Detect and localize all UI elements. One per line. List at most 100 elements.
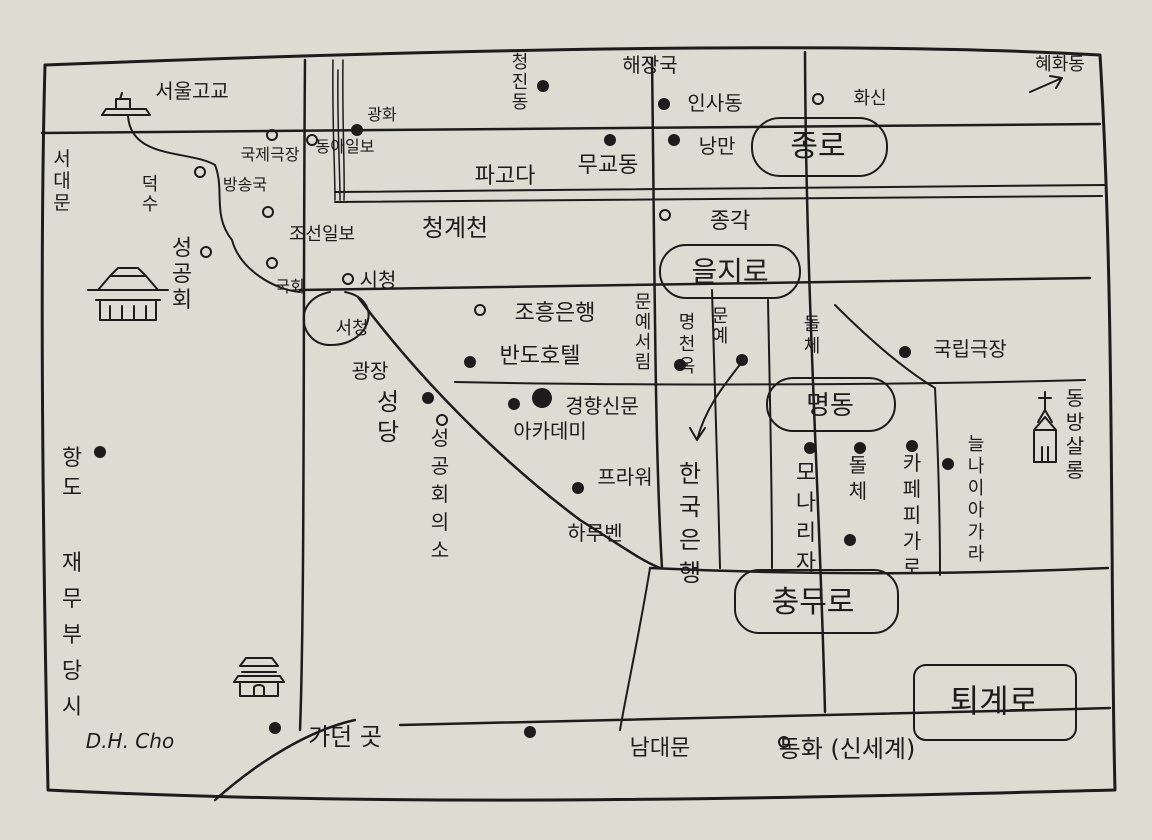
road-myeongdong-vertical-2 [767, 299, 773, 569]
school-icon [101, 92, 151, 116]
road-seodaemun-curve [127, 114, 301, 293]
road-central-vertical [650, 56, 664, 570]
marker-filled-dot [906, 440, 918, 452]
road-namdaemun-diagonal [213, 718, 357, 802]
marker-filled-dot [804, 442, 816, 454]
road-label-toegyero: 퇴계로 [950, 682, 1038, 720]
label-dong-a-ilbo: 동아일보 [316, 137, 375, 156]
road-toegyero-line [398, 706, 1112, 727]
label-jonggak: 낭만 [699, 134, 736, 158]
road-taepyeong-line [298, 58, 307, 732]
road-label-chungmuro: 충무로 [772, 585, 855, 620]
marker-open-circle [194, 166, 206, 178]
marker-cathedral-icon [422, 392, 434, 404]
road-namdaemun-vertical [619, 567, 651, 731]
label-nangman: 무교동 [578, 153, 639, 178]
label-seoul-high-school: 서울고교 [155, 79, 229, 103]
euljiro-box [659, 244, 801, 299]
marker-open-circle [306, 134, 318, 146]
label-chosun-ilbo: 조선일보 [289, 224, 355, 245]
label-broadcasting: 방송국 [223, 175, 267, 194]
direction-arrow-icon [689, 361, 743, 441]
toegyero-box [913, 664, 1077, 741]
label-international-theater: 국제극장 [241, 145, 300, 164]
marker-open-circle [266, 129, 278, 141]
palace-icon [87, 267, 169, 321]
road-label-euljiro: 을지로 [691, 255, 768, 288]
label-national-assembly: 국회 [275, 277, 304, 296]
gate-icon [233, 657, 285, 697]
jongno-box [751, 117, 888, 177]
road-jongno-line [40, 122, 1102, 135]
label-hwasin: 인사동 [687, 91, 742, 115]
road-euljiro-line [298, 276, 1092, 292]
marker-open-circle [778, 736, 790, 748]
marker-open-circle [342, 273, 354, 285]
marker-filled-dot [464, 356, 476, 368]
area-label-myeongdong: 명동 [806, 391, 854, 421]
label-bank-of-korea: 하루벤 [567, 521, 622, 545]
label-flower: 경향신문 [565, 394, 639, 418]
marker-filled-dot [668, 134, 680, 146]
marker-open-circle [812, 93, 824, 105]
road-label-jongno: 종로 [790, 129, 845, 164]
label-city-hall: 시청 [360, 268, 397, 292]
marker-filled-dot [94, 446, 106, 458]
label-donghwa: 남대문 [630, 736, 691, 761]
label-dongbang-salon: 국립극장 [933, 337, 1007, 361]
marker-none [854, 442, 866, 454]
road-east-diagonal [834, 304, 941, 576]
road-myeongdong-vertical-1 [711, 289, 721, 569]
compass-arrow-icon [1029, 75, 1063, 93]
marker-open-circle [200, 246, 212, 258]
place-labels: 종로 을지로 충무로 퇴계로 명동 청계천 광장 혜화동 서울고교 국제극장 방… [86, 53, 1085, 763]
road-diagonal-myeongdong [356, 295, 662, 570]
marker-open-circle [659, 209, 671, 221]
marker-open-circle [262, 206, 274, 218]
label-namdaemun: 가던 곳 [308, 723, 382, 751]
marker-open-circle [436, 414, 448, 426]
marker-filled-dot [537, 80, 549, 92]
seocheong-loop [302, 291, 370, 347]
stream-label: 청계천 [422, 214, 488, 242]
marker-filled-dot [508, 398, 520, 410]
label-poem: 동화 (신세계) [779, 735, 916, 763]
cathedral-icon [1033, 391, 1057, 463]
marker-none [899, 346, 911, 358]
plaza-label: 광장 [352, 359, 389, 383]
label-chosun-hotel: 반도호텔 [500, 344, 581, 369]
marker-open-circle [266, 257, 278, 269]
marker-filled-dot [942, 458, 954, 470]
stream-cheonggye [334, 184, 1106, 193]
marker-none [658, 98, 670, 110]
map-border [40, 46, 1117, 802]
road-chungmuro-line [648, 566, 1110, 575]
marker-filled-dot [572, 482, 584, 494]
marker-open-circle [474, 304, 486, 316]
place-markers [94, 80, 954, 748]
marker-big-dot [532, 388, 552, 408]
marker-filled-dot [351, 124, 363, 136]
myeongdong-box [766, 377, 896, 432]
label-harubeon: 프라워 [597, 465, 652, 489]
label-pagoda: 화신 [853, 88, 886, 109]
stream-cheonggye-2 [334, 195, 1103, 203]
marker-none [604, 134, 616, 146]
label-insadong: 해장국 [622, 53, 677, 77]
marker-gate-icon [524, 726, 536, 738]
marker-filled-dot [674, 359, 686, 371]
